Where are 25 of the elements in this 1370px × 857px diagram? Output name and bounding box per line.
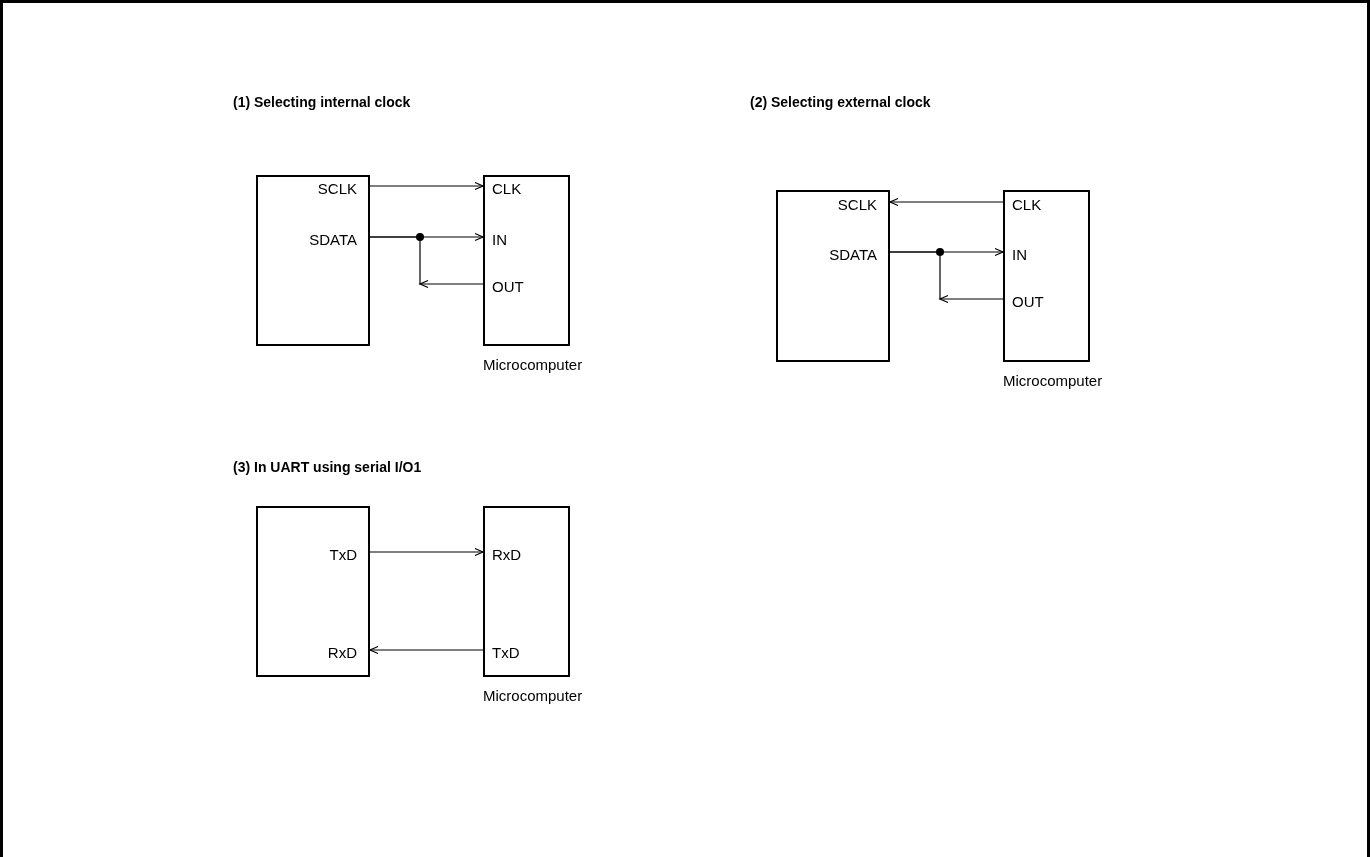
- pin-label: TxD: [258, 543, 372, 565]
- pin-label: SCLK: [778, 193, 892, 215]
- section-title: (1) Selecting internal clock: [233, 93, 411, 112]
- pin-label: CLK: [485, 177, 572, 199]
- pin-label: CLK: [1005, 193, 1092, 215]
- pin-label: IN: [1005, 243, 1092, 265]
- chip-box: [256, 506, 370, 677]
- pin-label: RxD: [485, 543, 572, 565]
- device-caption: Microcomputer: [1003, 371, 1103, 391]
- pin-label: OUT: [1005, 290, 1092, 312]
- arrow: [369, 547, 485, 557]
- device-caption: Microcomputer: [483, 355, 583, 375]
- chip-box: [256, 175, 370, 346]
- chip-box: [776, 190, 890, 362]
- device-caption: Microcomputer: [483, 686, 583, 706]
- pin-label: RxD: [258, 641, 372, 663]
- pin-label: SDATA: [258, 228, 372, 250]
- pin-label: SDATA: [778, 243, 892, 265]
- section-title: (3) In UART using serial I/O1: [233, 458, 422, 477]
- pin-label: TxD: [485, 641, 572, 663]
- section-title: (2) Selecting external clock: [750, 93, 931, 112]
- arrow: [369, 181, 485, 191]
- pin-label: IN: [485, 228, 572, 250]
- pin-label: SCLK: [258, 177, 372, 199]
- pin-label: OUT: [485, 275, 572, 297]
